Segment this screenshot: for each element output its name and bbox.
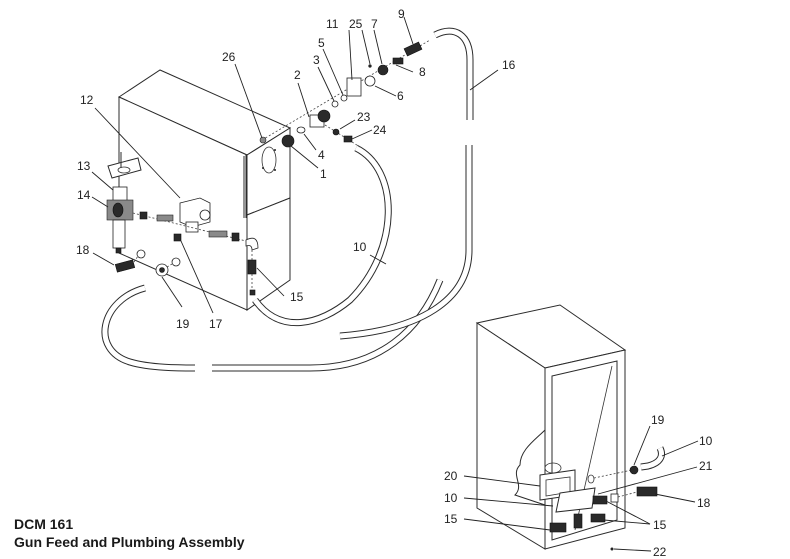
- callout-19: 19: [176, 317, 190, 331]
- regulator-bracket: [107, 152, 142, 179]
- callout-16: 16: [502, 58, 516, 72]
- inset-fitting-15c: [592, 495, 608, 505]
- main-cabinet: [117, 69, 292, 311]
- callout-24: 24: [373, 123, 387, 137]
- air-line-fittings: [132, 211, 259, 296]
- gun-feed-fittings: [259, 39, 431, 148]
- diagram-model-title: DCM 161: [14, 516, 74, 532]
- part-9: [403, 41, 423, 57]
- callout-26: 26: [222, 50, 236, 64]
- callout-7: 7: [371, 17, 378, 31]
- callout-13: 13: [77, 159, 91, 173]
- part-11: [346, 77, 362, 97]
- callout-15: 15: [290, 290, 304, 304]
- callout-8: 8: [419, 65, 426, 79]
- lower-left-fittings: [114, 249, 181, 277]
- part-3: [331, 100, 339, 108]
- callout-9: 9: [398, 7, 405, 21]
- part-4: [296, 126, 306, 134]
- callout-12: 12: [80, 93, 94, 107]
- solenoid-valve: [179, 197, 211, 233]
- inset-cabinet: [475, 304, 665, 551]
- inset-callout-15b: 15: [653, 518, 667, 532]
- part-6: [364, 75, 376, 87]
- callout-3: 3: [313, 53, 320, 67]
- inset-callout-15a: 15: [444, 512, 458, 526]
- inset-callout-10a: 10: [444, 491, 458, 505]
- panel-port-outline: [261, 146, 277, 174]
- callout-5: 5: [318, 36, 325, 50]
- inset-screw-22: [610, 547, 614, 551]
- part-24: [343, 135, 353, 143]
- inset-callout-19: 19: [651, 413, 665, 427]
- part-25: [368, 64, 372, 68]
- part-26: [259, 136, 267, 144]
- inset-grommet-19: [629, 465, 639, 475]
- inset-fitting-18: [636, 486, 658, 497]
- hose-16: [433, 27, 474, 120]
- callout-10: 10: [353, 240, 367, 254]
- leader-lines: [91, 16, 699, 552]
- callout-1: 1: [320, 167, 327, 181]
- callout-4: 4: [318, 148, 325, 162]
- callout-14: 14: [77, 188, 91, 202]
- callout-25: 25: [349, 17, 363, 31]
- callout-labels: 26 12 13 14 18 19 17 15 2 3 5 11 25 7 9 …: [76, 7, 713, 559]
- inset-callout-20: 20: [444, 469, 458, 483]
- callout-6: 6: [397, 89, 404, 103]
- inset-fitting-15b: [590, 513, 606, 523]
- inset-callout-18: 18: [697, 496, 711, 510]
- callout-17: 17: [209, 317, 223, 331]
- inset-callout-21: 21: [699, 459, 713, 473]
- filter-regulator: [106, 186, 134, 254]
- inset-callout-10b: 10: [699, 434, 713, 448]
- part-8: [392, 57, 404, 65]
- diagram-subtitle: Gun Feed and Plumbing Assembly: [14, 534, 245, 550]
- hose-17-bottom: [212, 278, 444, 372]
- callout-18: 18: [76, 243, 90, 257]
- inset-callout-22: 22: [653, 545, 667, 559]
- part-1: [281, 134, 295, 148]
- part-7: [377, 64, 389, 76]
- inset-fitting-15a: [549, 522, 567, 533]
- hose-10: [252, 144, 392, 326]
- callout-2: 2: [294, 68, 301, 82]
- hose-10-long: [339, 145, 473, 340]
- part-23: [332, 128, 340, 136]
- callout-23: 23: [357, 110, 371, 124]
- part-5: [340, 94, 348, 102]
- callout-11: 11: [326, 17, 339, 31]
- hose-19-left: [101, 284, 196, 372]
